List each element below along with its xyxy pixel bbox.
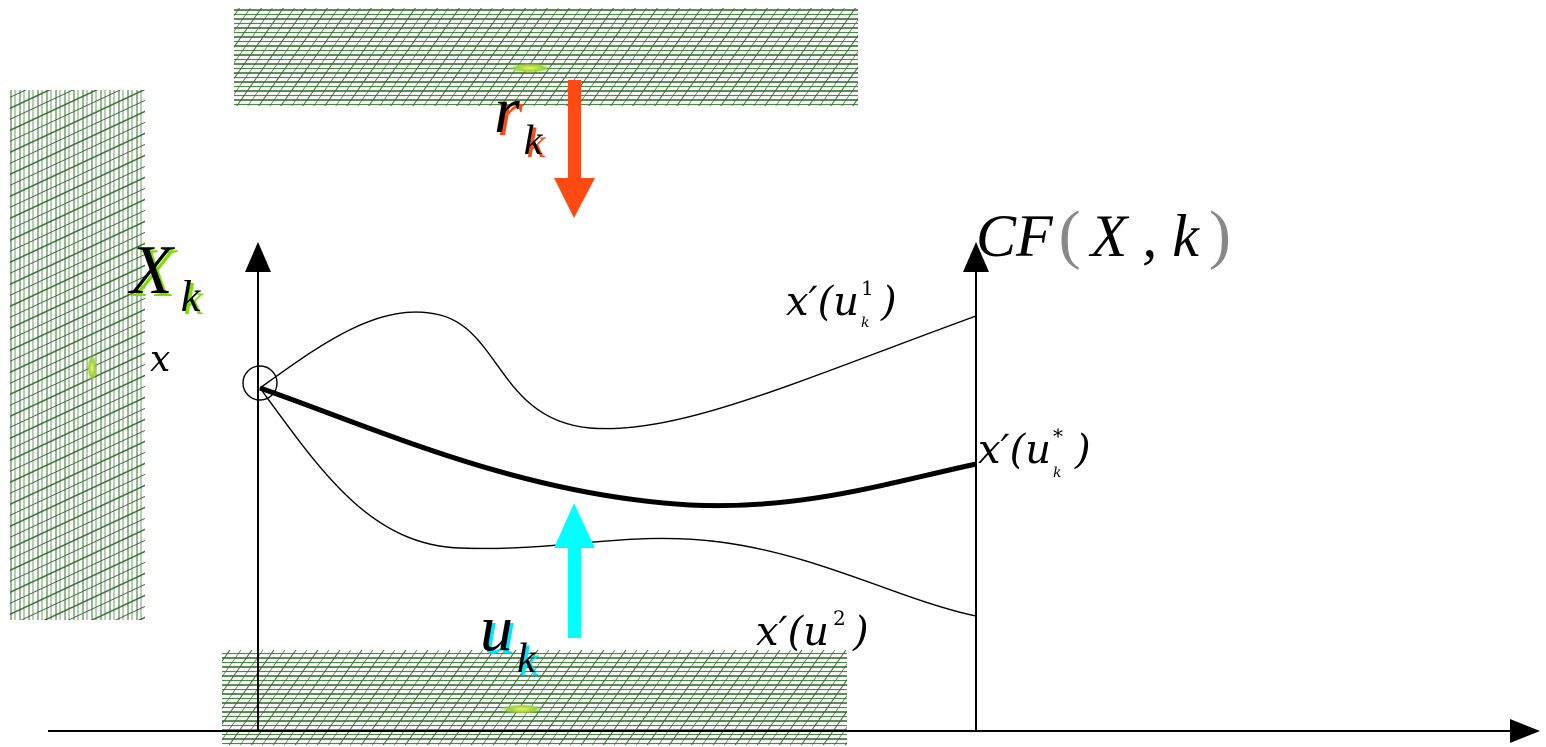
control-label-sub: k <box>517 636 536 682</box>
lower-trajectory-sup: 2 <box>833 606 846 630</box>
lower-trajectory-indices: 2 <box>829 608 853 652</box>
axes <box>48 242 1540 743</box>
cost-function-label: CF(X , k) <box>976 202 1231 268</box>
state-label-main: X <box>130 232 173 309</box>
lower-trajectory-suffix: ) <box>853 609 869 655</box>
control-label-main: u <box>480 592 513 665</box>
optimal-trajectory-sub: k <box>1053 465 1062 481</box>
control-label: uk <box>480 596 536 681</box>
upper-trajectory-prefix: x′(u <box>786 279 860 325</box>
reference-label: rk <box>494 78 542 163</box>
upper-trajectory-suffix: ) <box>881 279 897 325</box>
cost-open-paren: ( <box>1058 198 1081 271</box>
time-axis-arrowhead <box>1510 719 1540 743</box>
reference-field-image <box>234 8 858 106</box>
upper-trajectory-sup: 1 <box>861 276 874 300</box>
circle-icon <box>242 365 278 401</box>
control-field-image <box>222 650 847 745</box>
optimal-trajectory-prefix: x′(u <box>978 427 1052 473</box>
state-label-sub: k <box>180 272 201 321</box>
cost-function-args: X , k <box>1090 203 1199 269</box>
lower-trajectory-prefix: x′(u <box>756 609 830 655</box>
arrow-down-icon <box>554 80 595 218</box>
optimal-trajectory-label: x′(u*k) <box>978 426 1091 480</box>
cost-function-name: CF <box>976 203 1053 269</box>
optimal-trajectory-sup: * <box>1053 424 1064 448</box>
upper-trajectory-sub: k <box>861 315 870 331</box>
arrow-up-icon <box>554 503 595 638</box>
lower-trajectory <box>259 387 977 617</box>
cost-axis-arrowhead <box>963 242 989 272</box>
optimal-trajectory-suffix: ) <box>1075 427 1091 473</box>
state-field-image <box>10 90 145 620</box>
upper-trajectory <box>259 311 977 430</box>
reference-label-main: r <box>494 74 520 147</box>
optimal-trajectory <box>259 385 977 509</box>
cost-close-paren: ) <box>1208 198 1231 271</box>
trajectories <box>259 311 977 617</box>
reference-label-sub: k <box>523 118 543 164</box>
state-axis-arrowhead <box>245 242 271 272</box>
initial-state-label: x <box>150 339 171 380</box>
optimal-trajectory-indices: *k <box>1051 426 1075 480</box>
